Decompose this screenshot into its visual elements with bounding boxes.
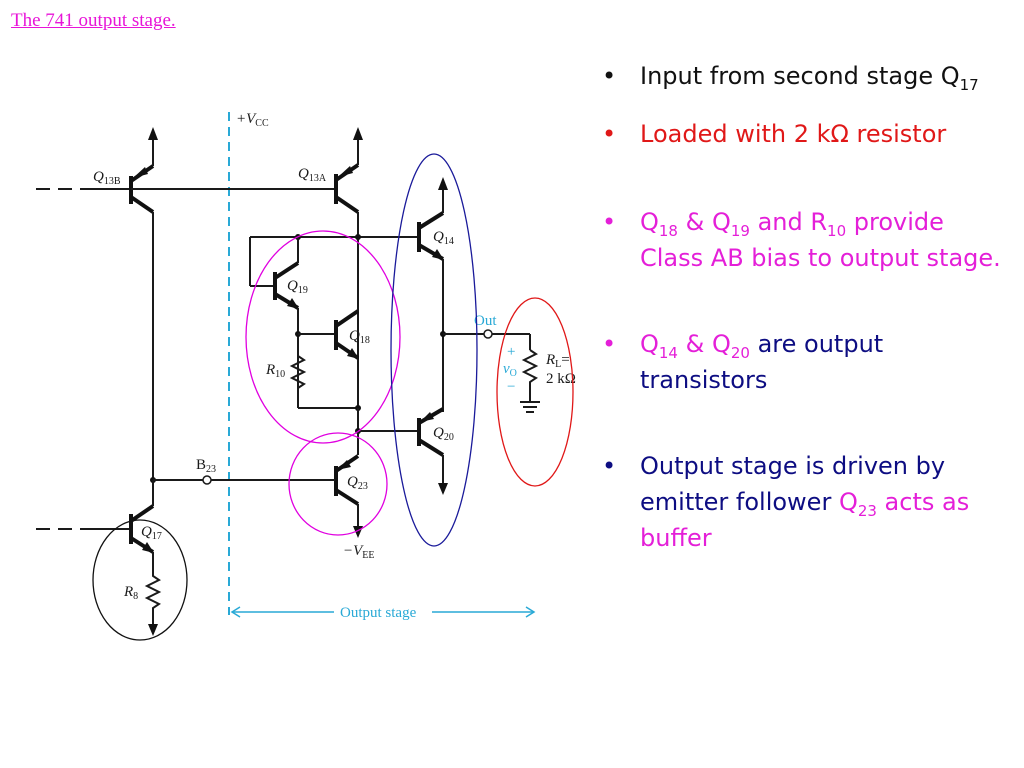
arrow-up-icon [148,127,158,140]
load-highlight [496,297,574,487]
q17-label: Q17 [141,524,162,542]
r8-label: R8 [123,584,138,602]
transistor-q20: Q20 [417,407,454,495]
rl-label: RL= [545,352,570,370]
vo-label: vO [503,361,517,379]
vo-minus: − [507,379,515,395]
q13b-label: Q13B [93,169,121,187]
q18-label: Q18 [349,328,370,346]
resistor-r8: R8 [123,552,162,636]
transistor-q13a: Q13A [298,127,363,410]
vo-plus: + [507,344,515,360]
output-stage-label: Output stage [340,605,417,621]
r10-label: R10 [265,362,285,380]
bullet-list: • Input from second stage Q17 • Loaded w… [600,58,1010,556]
load-resistor-rl: RL= 2 kΩ [520,349,576,413]
output-terminal [483,329,493,339]
bullet-load: • Loaded with 2 kΩ resistor [602,120,947,148]
q23-label: Q23 [347,474,368,492]
q13a-label: Q13A [298,166,327,184]
circuit-diagram: +VCC Q13B Q13A Q19 [36,111,576,641]
transistor-q13b: Q13B [36,127,158,480]
slide-title: The 741 output stage. [11,10,176,31]
rl-value: 2 kΩ [546,371,576,387]
q20-label: Q20 [433,425,454,443]
bullet-buffer: • Output stage is driven by emitter foll… [602,452,970,552]
bias-network-highlight [245,230,401,444]
q17-highlight [92,519,188,641]
q19-label: Q19 [287,278,308,296]
bullet-input: • Input from second stage Q17 [602,62,979,94]
output-stage-span: Output stage [230,605,536,621]
transistor-q17: Q17 [36,480,162,554]
q14-label: Q14 [433,229,454,247]
q23-highlight [288,432,388,536]
resistor-r10: R10 [265,352,307,408]
b23-label: B23 [196,457,216,475]
bullet-bias: • Q18 & Q19 and R10 provide Class AB bia… [602,208,1001,272]
transistor-q18: Q18 [334,309,370,360]
b23-terminal [202,475,212,485]
transistor-q14: Q14 [417,177,454,412]
transistor-q23: Q23 −VEE [334,454,375,561]
output-transistors-highlight [390,153,478,547]
vcc-label: +VCC [236,111,269,129]
vee-label: −VEE [343,543,375,561]
bullet-output-transistors: • Q14 & Q20 are output transistors [602,330,884,394]
out-label: Out [474,313,497,329]
